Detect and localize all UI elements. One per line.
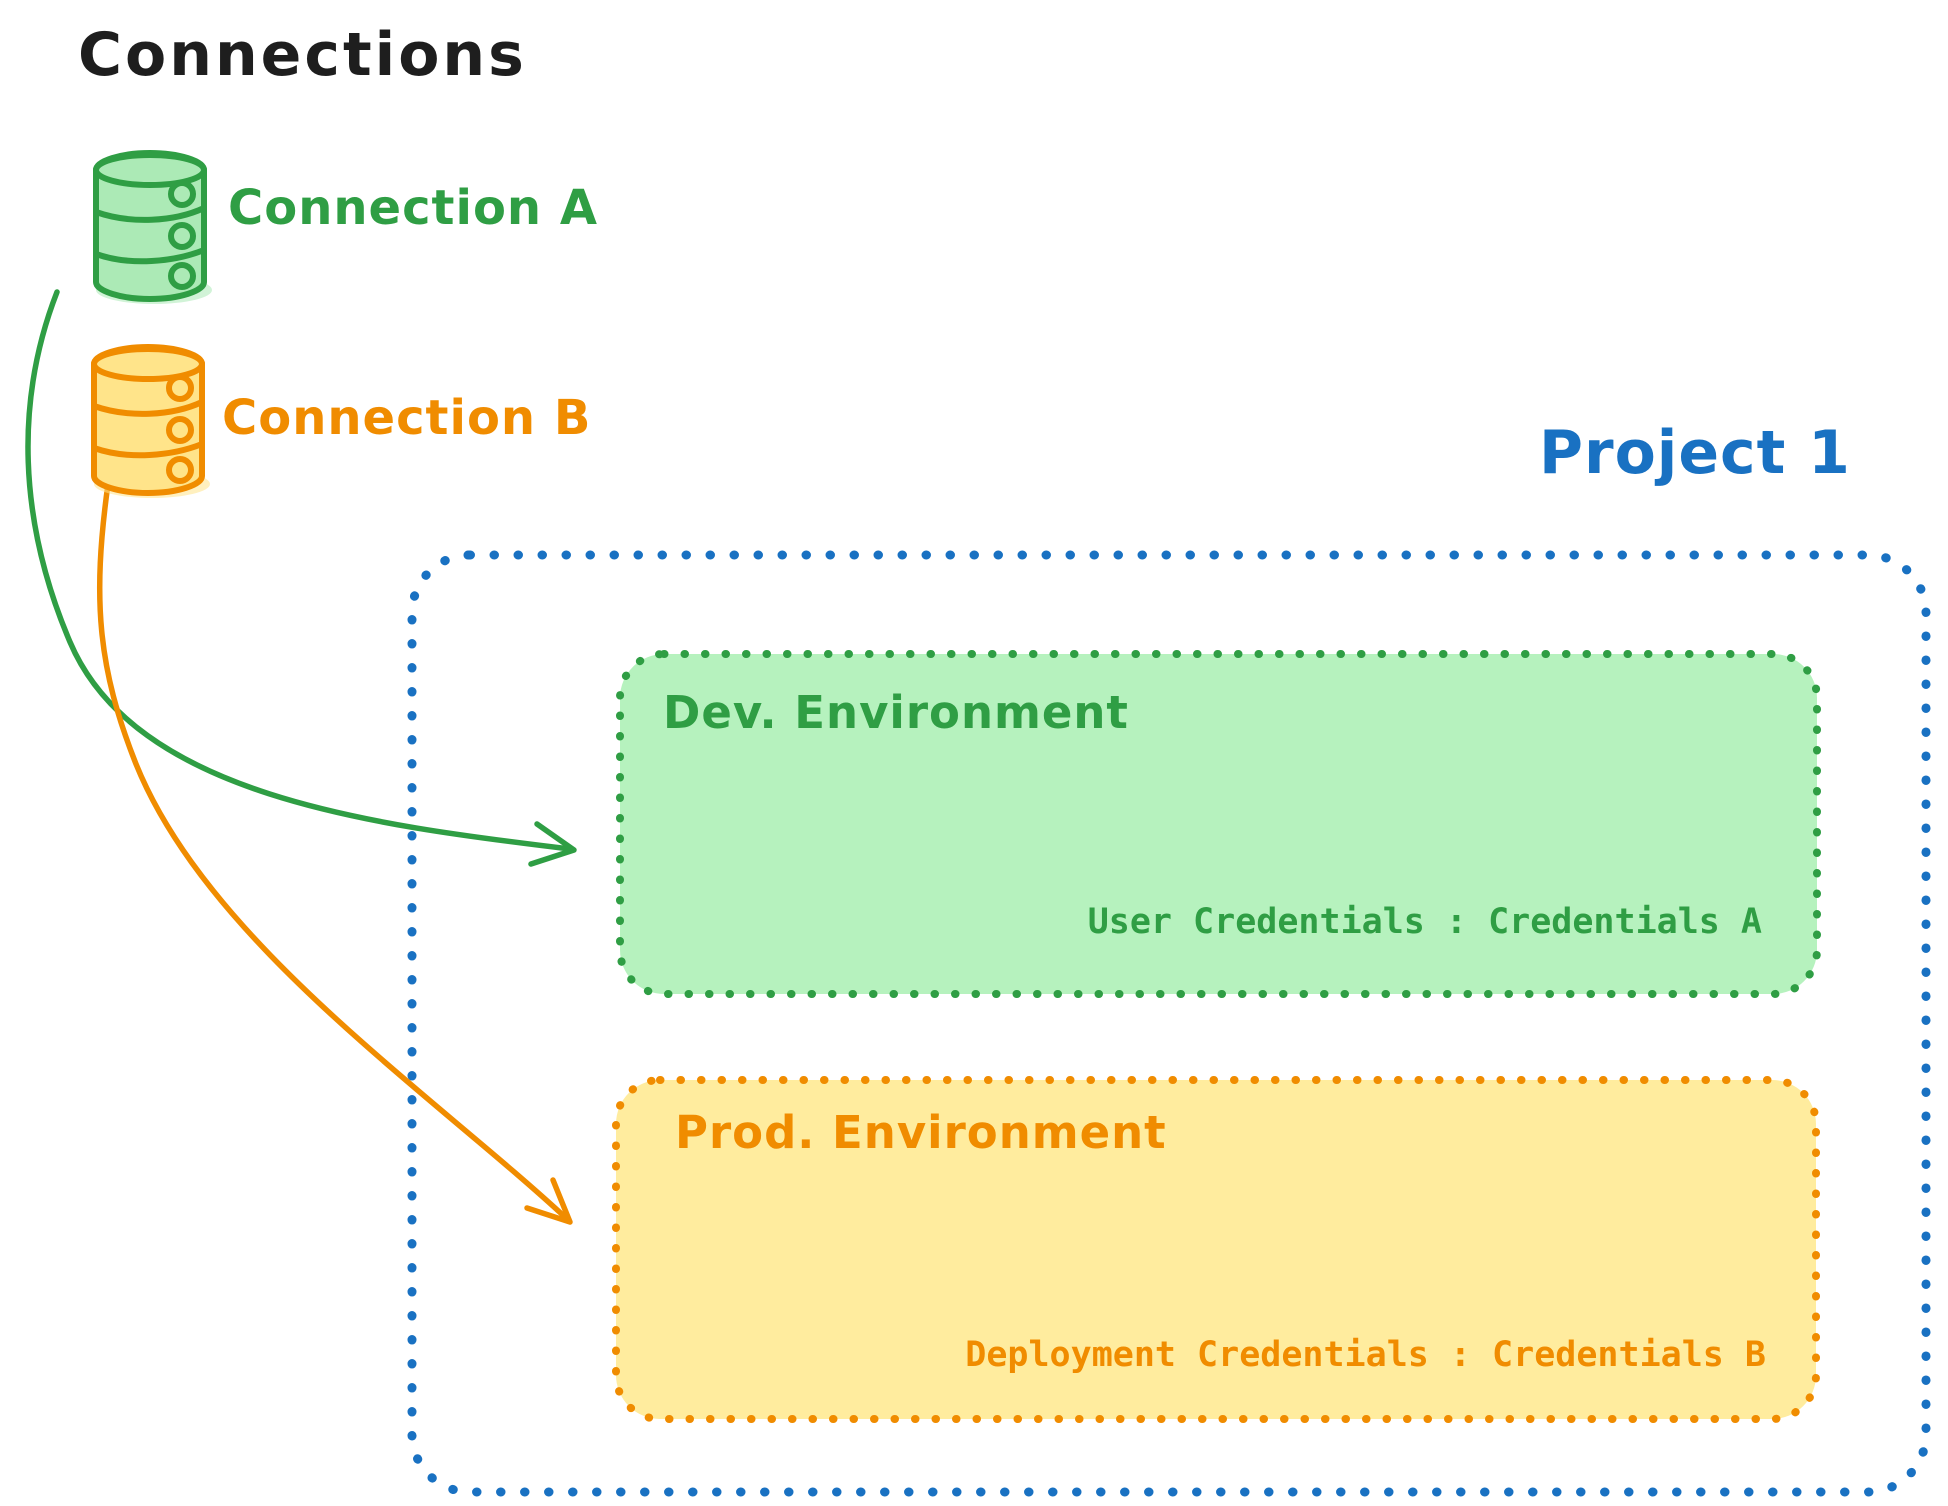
dev-environment-credentials: User Credentials : Credentials A (1087, 902, 1762, 942)
arrowhead-icon (528, 821, 577, 867)
arrowhead-icon (524, 1177, 573, 1225)
project-1-container-box (407, 550, 1931, 1497)
diagram-title: Connections (78, 20, 527, 90)
arrow-connection-a-to-dev (25, 289, 577, 867)
arrow-connection-b-to-prod (96, 481, 573, 1225)
dev-environment-title: Dev. Environment (663, 686, 1129, 739)
database-icon (93, 150, 212, 304)
connection-a-label: Connection A (228, 180, 598, 236)
prod-environment-credentials: Deployment Credentials : Credentials B (965, 1335, 1766, 1375)
connection-b-label: Connection B (222, 390, 592, 446)
arrow-curve (25, 289, 573, 852)
project-1-label: Project 1 (1539, 418, 1851, 488)
prod-environment-box (612, 1076, 1820, 1423)
arrow-curve (96, 481, 569, 1221)
database-icon (91, 344, 210, 498)
dev-environment-box (616, 650, 1821, 998)
prod-environment-title: Prod. Environment (675, 1106, 1167, 1159)
